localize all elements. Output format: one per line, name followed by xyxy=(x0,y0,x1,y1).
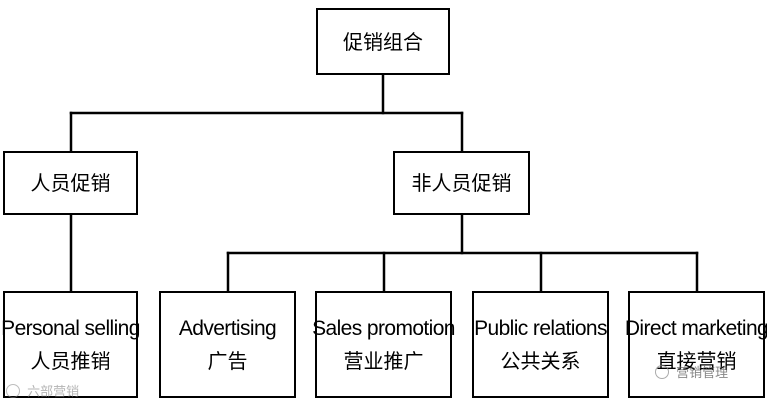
leaf-label-en: Public relations xyxy=(474,316,607,340)
branch-node-nonpersonal-promotion: 非人员促销 xyxy=(393,151,530,215)
leaf-label-en: Advertising xyxy=(178,316,277,340)
leaf-label-en: Sales promotion xyxy=(312,316,455,340)
watermark-left: 六部营销 xyxy=(6,381,79,400)
leaf-label-zh: 直接营销 xyxy=(656,348,737,373)
leaf-node-sales-promotion: Sales promotion 营业推广 xyxy=(312,291,455,398)
leaf-label-zh: 人员推销 xyxy=(30,348,111,373)
branch-label-personal: 人员促销 xyxy=(30,171,111,195)
watermark-left-text: 六部营销 xyxy=(27,385,80,400)
leaf-label-zh: 营业推广 xyxy=(343,348,424,373)
leaf-label-en: Personal selling xyxy=(1,316,140,340)
leaf-node-public-relations: Public relations 公共关系 xyxy=(472,291,609,398)
watermark-right-text: 营销管理 xyxy=(676,366,729,381)
branch-node-personal-promotion: 人员促销 xyxy=(3,151,138,215)
watermark-right: 营销管理 xyxy=(655,362,728,381)
root-label: 促销组合 xyxy=(343,29,423,54)
leaf-label-en: Direct marketing xyxy=(624,316,767,340)
root-node-promotion-mix: 促销组合 xyxy=(316,8,450,75)
leaf-node-advertising: Advertising 广告 xyxy=(159,291,296,398)
leaf-label-zh: 广告 xyxy=(207,348,248,373)
branch-label-nonpersonal: 非人员促销 xyxy=(411,171,512,195)
leaf-label-zh: 公共关系 xyxy=(500,348,581,373)
leaf-node-personal-selling: Personal selling 人员推销 xyxy=(1,291,140,398)
watermark-logo-icon xyxy=(6,384,20,398)
wechat-icon xyxy=(655,365,669,379)
leaf-node-direct-marketing: Direct marketing 直接营销 xyxy=(624,291,767,398)
